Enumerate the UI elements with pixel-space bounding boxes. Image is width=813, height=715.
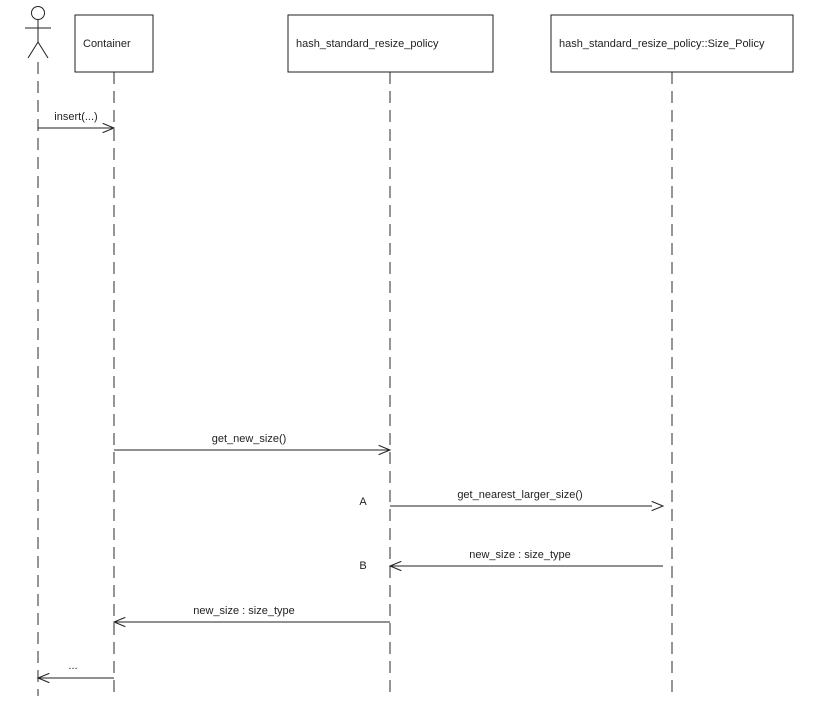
- message-ellipsis-return: ...: [36, 660, 114, 683]
- lifeline-head-policy: hash_standard_resize_policy: [287, 14, 494, 73]
- size-policy-label: hash_standard_resize_policy::Size_Policy: [559, 38, 765, 50]
- message-label: ...: [68, 660, 77, 672]
- container-box: [74, 14, 154, 73]
- policy-box: [287, 14, 494, 73]
- message-insert: insert(...): [38, 111, 116, 133]
- arrowhead-left-icon: [112, 617, 126, 627]
- message-label: insert(...): [54, 111, 97, 123]
- message-label: new_size : size_type: [193, 605, 295, 617]
- message-marker-b: B: [359, 560, 366, 572]
- actor-left-leg: [27, 41, 39, 59]
- arrowhead-right-icon: [378, 445, 392, 455]
- message-label: new_size : size_type: [469, 549, 571, 561]
- message-get-new-size: get_new_size(): [114, 433, 392, 455]
- arrowhead-right-icon: [102, 123, 116, 133]
- message-marker-a: A: [359, 496, 367, 508]
- message-get-nearest-larger-size: A get_nearest_larger_size(): [359, 489, 665, 511]
- arrowhead-left-icon: [388, 561, 402, 571]
- message-label: get_nearest_larger_size(): [457, 489, 582, 501]
- actor-right-leg: [37, 41, 49, 59]
- container-label: Container: [83, 38, 131, 50]
- size-policy-box: [550, 14, 794, 73]
- actor-head: [31, 6, 45, 20]
- lifeline-head-size-policy: hash_standard_resize_policy::Size_Policy: [550, 14, 794, 73]
- policy-label: hash_standard_resize_policy: [296, 38, 439, 50]
- message-new-size-return-to-container: new_size : size_type: [112, 605, 390, 627]
- message-label: get_new_size(): [212, 433, 287, 445]
- message-new-size-return-to-policy: B new_size : size_type: [359, 549, 663, 572]
- lifeline-head-container: Container: [74, 14, 154, 73]
- actor-icon: [25, 6, 51, 59]
- arrowhead-left-icon: [36, 673, 50, 683]
- arrowhead-right-icon: [651, 501, 665, 511]
